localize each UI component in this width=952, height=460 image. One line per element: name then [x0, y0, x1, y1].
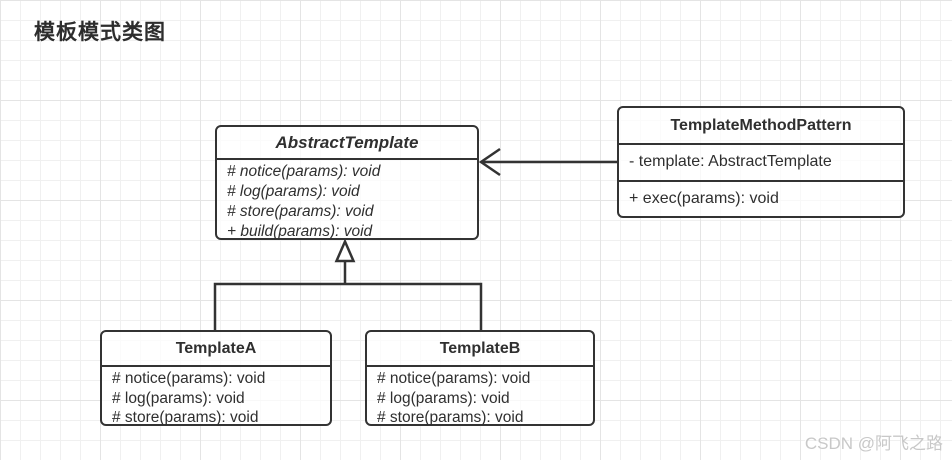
- class-box-abstract-template: AbstractTemplate # notice(params): void …: [215, 125, 479, 240]
- method-row: # log(params): void: [227, 183, 360, 200]
- class-name: AbstractTemplate: [217, 127, 477, 160]
- method-row: # store(params): void: [227, 203, 374, 220]
- class-name: TemplateB: [367, 332, 593, 367]
- method-row: # store(params): void: [112, 409, 259, 426]
- method-row: # notice(params): void: [377, 370, 531, 387]
- method-row: + build(params): void: [227, 223, 373, 240]
- class-box-template-b: TemplateB # notice(params): void # log(p…: [365, 330, 595, 426]
- method-row: # notice(params): void: [227, 163, 381, 180]
- members-compartment: # notice(params): void # log(params): vo…: [217, 160, 477, 242]
- method-row: # log(params): void: [112, 389, 245, 407]
- method-row: # store(params): void: [377, 409, 524, 426]
- method-row: + exec(params): void: [629, 189, 779, 207]
- csdn-watermark: CSDN @阿飞之路: [804, 434, 943, 453]
- method-row: # notice(params): void: [112, 370, 266, 387]
- class-box-template-method-pattern: TemplateMethodPattern - template: Abstra…: [617, 106, 905, 218]
- class-name: TemplateMethodPattern: [619, 108, 903, 145]
- association-open-arrowhead-icon: [478, 147, 501, 177]
- generalization-connector: [213, 260, 483, 330]
- class-box-template-a: TemplateA # notice(params): void # log(p…: [100, 330, 332, 426]
- members-compartment: # notice(params): void # log(params): vo…: [367, 367, 593, 428]
- members-compartment: # notice(params): void # log(params): vo…: [102, 367, 330, 428]
- page-title: 模板模式类图: [34, 21, 166, 44]
- field-row: - template: AbstractTemplate: [619, 145, 903, 182]
- method-row: # log(params): void: [377, 389, 510, 407]
- class-name: TemplateA: [102, 332, 330, 367]
- generalization-triangle-arrowhead-icon: [334, 238, 356, 263]
